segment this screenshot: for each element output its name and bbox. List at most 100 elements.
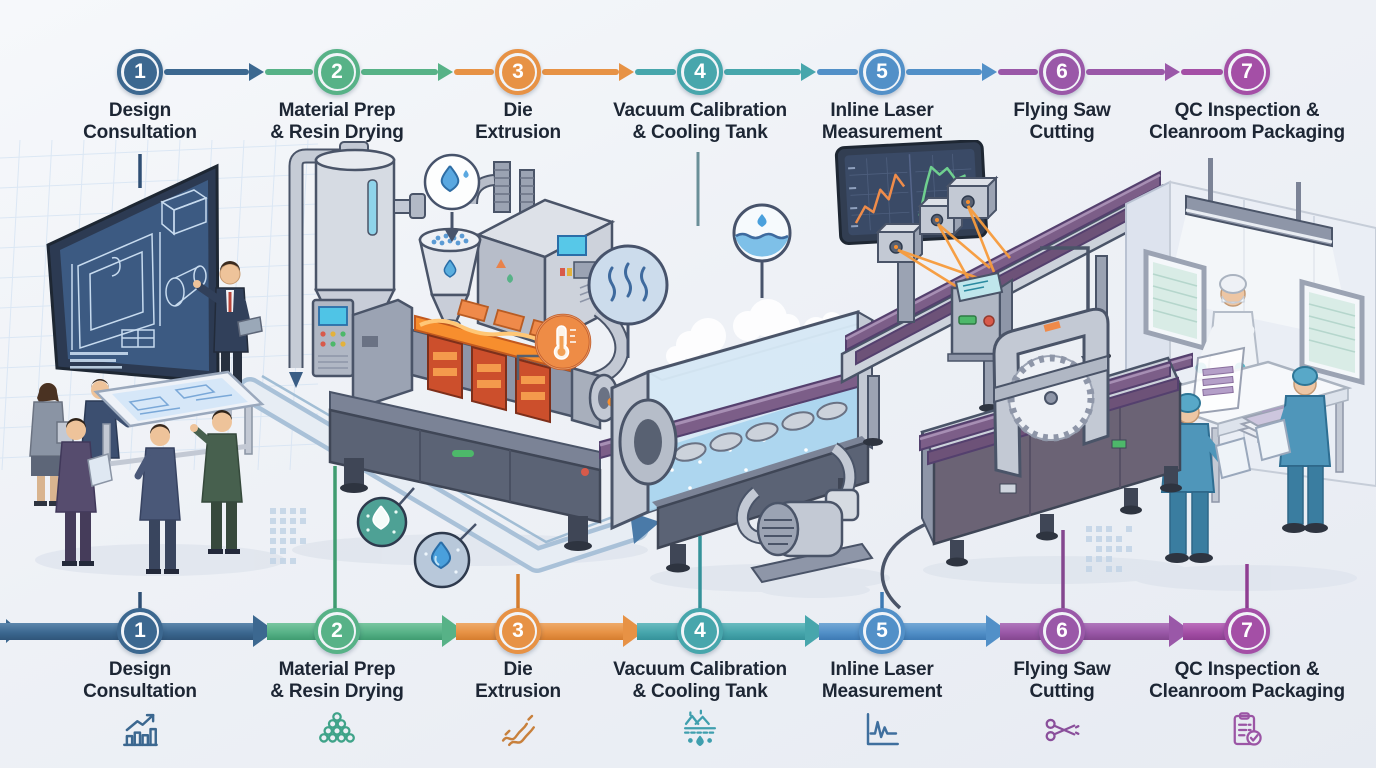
cooling-tank-scene [600,299,872,582]
flow-band-arrow [250,376,660,560]
blue-droplet-badge [415,524,476,587]
connector-arrowhead [438,63,453,81]
resin-hopper [420,229,480,350]
operator-left [1162,394,1250,563]
drying-silo [316,142,425,367]
step-circle-7: 7 [1224,608,1270,654]
team-member-purple [56,418,112,566]
operator-gowned [1196,275,1263,398]
step-circle-7: 7 [1224,49,1270,95]
connector-arrowhead [1165,63,1180,81]
flying-saw-scene [920,309,1182,566]
packaged-profiles [1240,402,1318,438]
step-circle-3: 3 [495,608,541,654]
connector-line [164,69,249,75]
team-member-green [190,410,242,554]
step-number: 5 [866,615,899,648]
step-number: 7 [1231,56,1264,89]
connector-arrowhead [982,63,997,81]
gearbox [353,300,412,405]
cleanroom-scene [1126,158,1376,563]
meeting-table [96,372,262,472]
connector-line [1181,69,1224,75]
measurement-waveform-icon [859,707,905,753]
ceiling-light [1166,158,1352,340]
step-circle-2: 2 [314,608,360,654]
connector-line [724,69,801,75]
step-label-line2: Cleanroom Packaging [1125,122,1369,144]
control-pedestal [948,273,1012,361]
timeline-connectors [140,152,1247,610]
laser-sensors [878,178,1010,290]
blueprint-screen [48,166,218,382]
conveyor [842,172,1162,446]
step-number: 2 [321,56,354,89]
top-timeline: 1DesignConsultation2Material Prep& Resin… [0,0,1376,160]
connector-arrowhead [801,63,816,81]
step-number: 4 [684,56,717,89]
flow-arrow-to-saw [1040,248,1088,358]
step-number: 2 [321,615,354,648]
packing-bag [1192,348,1244,414]
vacuum-cooling-tank [600,312,872,528]
step-number: 3 [502,615,535,648]
step-label-line1: QC Inspection & [1125,100,1369,122]
step-number: 4 [684,615,717,648]
step-circle-4: 4 [677,608,723,654]
step-circle-6: 6 [1039,608,1085,654]
droplet-badge [425,155,479,242]
connector-line [454,69,495,75]
cleanroom-walls [1126,182,1376,486]
hepa-filter-panels [1146,252,1362,382]
step-number: 5 [866,56,899,89]
tank-top-beam [648,312,872,380]
extruded-profile-icon [495,707,541,753]
connector-line [998,69,1038,75]
step-circle-5: 5 [859,608,905,654]
step-label-line1: QC Inspection & [1125,659,1369,681]
measurement-monitor [836,140,987,322]
circular-saw-blade [1009,356,1093,440]
blueprint-grid [0,140,318,470]
steam [666,299,842,366]
team-member-behind [81,379,128,458]
step-circle-6: 6 [1039,49,1085,95]
resin-drying-scene [289,142,622,388]
cooling-water-icon [677,707,723,753]
step-number: 7 [1231,615,1264,648]
scissors-icon [1039,707,1085,753]
connector-line [1086,69,1165,75]
step-label-line2: Cleanroom Packaging [1125,681,1369,703]
connector-line [265,69,314,75]
connector-line [361,69,438,75]
dot-grid-left [270,508,306,564]
machine-base [330,392,600,551]
step-number: 6 [1046,56,1079,89]
dryer-unit [472,162,622,382]
resin-pellets-icon [314,707,360,753]
step-circle-1: 1 [117,49,163,95]
packing-table [1138,362,1348,502]
team-member-woman [30,383,73,506]
extruder-barrel [412,300,646,434]
step-label: QC Inspection &Cleanroom Packaging [1125,100,1369,144]
step-circle-3: 3 [495,49,541,95]
step-circle-1: 1 [117,608,163,654]
control-cabinet [313,300,353,376]
team-member-center [138,424,180,574]
connector-line [817,69,858,75]
teal-droplet-badge [358,488,414,546]
connector-arrowhead [249,63,264,81]
extruded-profile [600,367,872,458]
step-circle-2: 2 [314,49,360,95]
water-level-badge [734,205,790,298]
laser-beams [898,206,1010,290]
saw-gantry [994,309,1108,476]
connector-line [542,69,619,75]
support-rollers [672,400,848,464]
heater-bands [428,335,550,422]
operator-right [1256,367,1330,533]
step-number: 6 [1046,615,1079,648]
connector-line [635,69,676,75]
